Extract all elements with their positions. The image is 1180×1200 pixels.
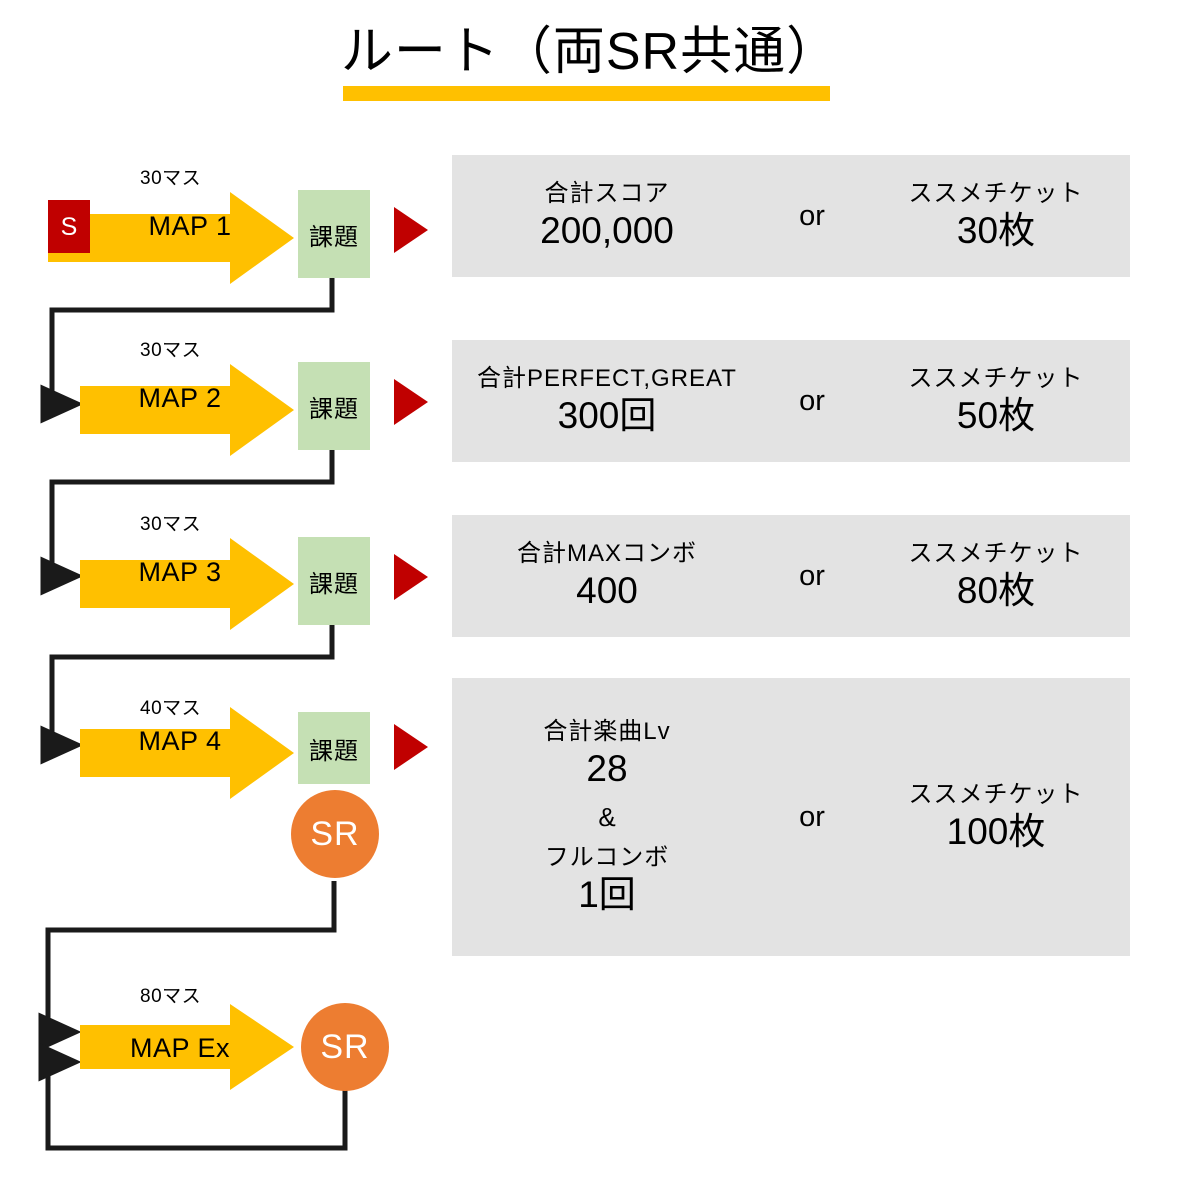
ticket-caption: ススメチケット bbox=[908, 540, 1084, 567]
reward-joiner: & bbox=[598, 802, 616, 832]
squares-label-map2: 30マス bbox=[140, 340, 202, 361]
map-name-map2: MAP 2 bbox=[138, 383, 222, 413]
or-label: or bbox=[799, 385, 825, 417]
map-arrow-shape-map2 bbox=[80, 364, 294, 456]
squares-label-mapex: 80マス bbox=[140, 986, 202, 1007]
start-marker: S bbox=[48, 200, 90, 253]
ticket-value: 100枚 bbox=[946, 811, 1046, 852]
page-title: ルート（両SR共通） bbox=[340, 23, 840, 81]
reward-panel-map3: 合計MAXコンボ 400 or ススメチケット 80枚 bbox=[452, 515, 1130, 637]
reward-pointer-triangle-map3 bbox=[394, 554, 428, 600]
map-arrow-shape-map3 bbox=[80, 538, 294, 630]
task-box-map1: 課題 bbox=[298, 190, 370, 278]
map-arrow-shape-map4 bbox=[80, 707, 294, 799]
ticket-caption: ススメチケット bbox=[908, 180, 1084, 207]
reward-caption-2: フルコンボ bbox=[544, 844, 670, 871]
reward-value-2: 1回 bbox=[578, 874, 636, 915]
task-box-map2: 課題 bbox=[298, 362, 370, 450]
squares-label-map1: 30マス bbox=[140, 168, 202, 189]
reward-panel-map2: 合計PERFECT,GREAT 300回 or ススメチケット 50枚 bbox=[452, 340, 1130, 462]
map-name-map3: MAP 3 bbox=[138, 557, 222, 587]
sr-badge-map4: SR bbox=[291, 790, 379, 878]
map-arrow-shape-mapex bbox=[80, 1004, 294, 1090]
map-name-map4: MAP 4 bbox=[138, 726, 222, 756]
task-box-map3: 課題 bbox=[298, 537, 370, 625]
or-label: or bbox=[799, 801, 825, 833]
ticket-value: 30枚 bbox=[956, 210, 1036, 251]
reward-requirement-map4: 合計楽曲Lv 28 & フルコンボ 1回 bbox=[452, 717, 762, 917]
reward-alternative-map4: ススメチケット 100枚 bbox=[862, 780, 1130, 854]
reward-alternative-map1: ススメチケット 30枚 bbox=[862, 179, 1130, 253]
reward-caption: 合計MAXコンボ bbox=[516, 540, 697, 567]
map-name-map1: MAP 1 bbox=[148, 211, 232, 241]
reward-panel-map4: 合計楽曲Lv 28 & フルコンボ 1回 or ススメチケット 100枚 bbox=[452, 678, 1130, 956]
reward-value-1: 28 bbox=[586, 748, 628, 789]
reward-or-map4: or bbox=[762, 800, 862, 834]
squares-label-map3: 30マス bbox=[140, 514, 202, 535]
task-box-map4: 課題 bbox=[298, 712, 370, 784]
reward-alternative-map2: ススメチケット 50枚 bbox=[862, 364, 1130, 438]
reward-value: 200,000 bbox=[540, 210, 674, 251]
ticket-value: 50枚 bbox=[956, 395, 1036, 436]
reward-or-map1: or bbox=[762, 199, 862, 233]
reward-pointer-triangle-map2 bbox=[394, 379, 428, 425]
reward-value: 400 bbox=[576, 570, 638, 611]
reward-requirement-map2: 合計PERFECT,GREAT 300回 bbox=[452, 364, 762, 438]
ticket-caption: ススメチケット bbox=[908, 365, 1084, 392]
reward-value: 300回 bbox=[557, 395, 657, 436]
reward-caption: 合計スコア bbox=[544, 180, 670, 207]
reward-pointer-triangle-map1 bbox=[394, 207, 428, 253]
ticket-value: 80枚 bbox=[956, 570, 1036, 611]
title-underline-bar bbox=[343, 86, 830, 101]
reward-alternative-map3: ススメチケット 80枚 bbox=[862, 539, 1130, 613]
reward-requirement-map1: 合計スコア 200,000 bbox=[452, 179, 762, 253]
map-arrow-shape-map1 bbox=[48, 192, 294, 284]
reward-panel-map1: 合計スコア 200,000 or ススメチケット 30枚 bbox=[452, 155, 1130, 277]
reward-requirement-map3: 合計MAXコンボ 400 bbox=[452, 539, 762, 613]
or-label: or bbox=[799, 560, 825, 592]
squares-label-map4: 40マス bbox=[140, 698, 202, 719]
reward-or-map3: or bbox=[762, 559, 862, 593]
sr-badge-mapex: SR bbox=[301, 1003, 389, 1091]
reward-pointer-triangle-map4 bbox=[394, 724, 428, 770]
reward-or-map2: or bbox=[762, 384, 862, 418]
page-title-area: ルート（両SR共通） bbox=[0, 12, 1180, 102]
map-name-mapex: MAP Ex bbox=[129, 1033, 231, 1063]
reward-caption: 合計PERFECT,GREAT bbox=[477, 365, 737, 392]
or-label: or bbox=[799, 200, 825, 232]
ticket-caption: ススメチケット bbox=[908, 781, 1084, 808]
reward-caption-1: 合計楽曲Lv bbox=[543, 718, 671, 745]
